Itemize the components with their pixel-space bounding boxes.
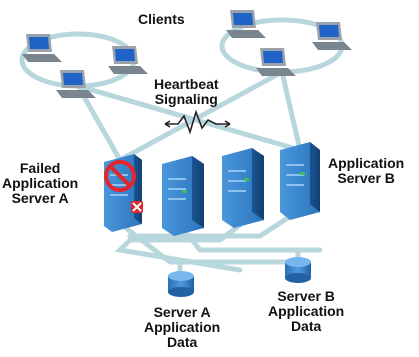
storage-link-2 <box>177 222 323 253</box>
server-b-data-label-line3: Data <box>290 318 322 334</box>
storage-link-4 <box>127 207 303 239</box>
server-a-data-label: Server A Application Data <box>144 305 220 350</box>
clients-label: Clients <box>138 11 185 27</box>
link-left-to-serverA <box>75 83 123 163</box>
link-right-to-serverA <box>117 69 285 163</box>
failed-server-label: Failed Application Server A <box>2 161 78 206</box>
server-b-data-label-line2: Application <box>268 303 345 319</box>
failed-server-label-line3: Server A <box>11 190 69 206</box>
server-tower-icon <box>280 142 320 220</box>
failed-server-label-line2: Application <box>2 175 79 191</box>
server-a-data-label-line1: Server A <box>153 304 211 320</box>
server-b-label: Application Server B <box>328 156 404 186</box>
laptop-icon <box>226 10 266 38</box>
link-right-to-serverB <box>279 69 303 153</box>
failure-x-icon <box>131 201 143 213</box>
failed-server-label-line1: Failed <box>19 160 61 176</box>
server-b-label-line2: Server B <box>337 170 395 186</box>
storage-link-3 <box>127 222 243 243</box>
server-a-data-label-line3: Data <box>166 334 198 350</box>
storage-link-5 <box>114 237 243 273</box>
no-entry-icon <box>104 160 136 192</box>
database-cylinder-icon <box>285 257 311 283</box>
database-cylinder-icon <box>168 271 194 297</box>
laptop-icon <box>108 46 148 74</box>
server-a-data-label-line2: Application <box>144 319 221 335</box>
heartbeat-label: Heartbeat Signaling <box>154 77 219 107</box>
heartbeat-label-line1: Heartbeat <box>154 76 219 92</box>
heartbeat-label-line2: Signaling <box>154 91 218 107</box>
heartbeat-signal <box>164 109 231 135</box>
laptop-icon <box>56 70 96 98</box>
laptop-icon <box>22 34 62 62</box>
laptop-icon <box>312 22 352 50</box>
server-tower-icon <box>222 148 264 228</box>
link-left-to-serverB <box>75 83 303 153</box>
server-b-data-label-line1: Server B <box>277 288 335 304</box>
laptop-icon <box>256 48 296 76</box>
server-tower-icon <box>162 156 204 236</box>
server-b-data-label: Server B Application Data <box>268 289 344 334</box>
server-b-label-line1: Application <box>328 155 405 171</box>
